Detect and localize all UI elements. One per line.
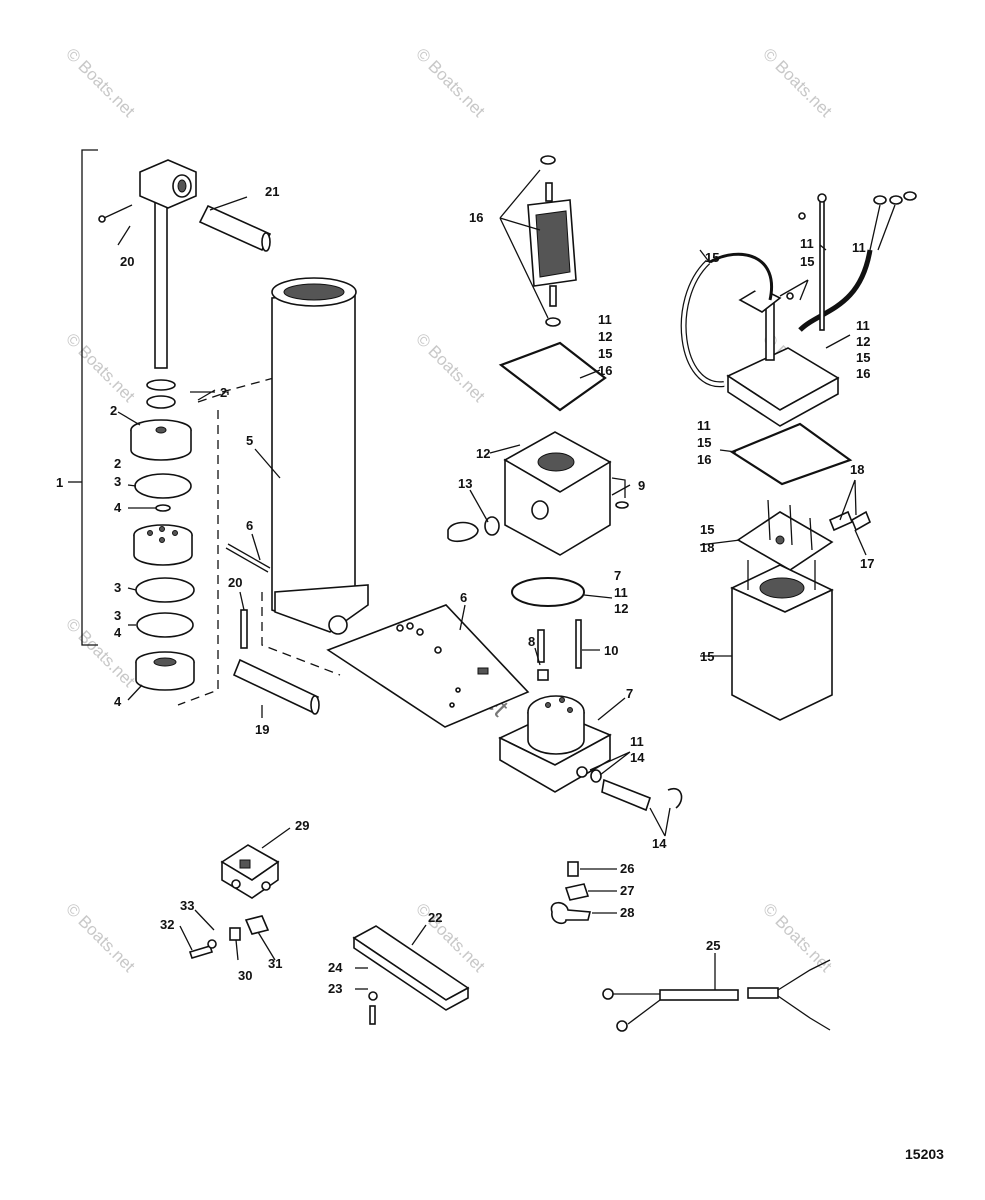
callout-1: 1 bbox=[56, 475, 63, 490]
callout-18: 18 bbox=[700, 540, 714, 555]
callout-3: 3 bbox=[114, 580, 121, 595]
pump-o-ring bbox=[511, 577, 585, 607]
watermark: © Boats.net bbox=[759, 899, 836, 976]
callout-22: 22 bbox=[428, 910, 442, 925]
relay bbox=[220, 844, 280, 899]
watermark: © Boats.net bbox=[62, 329, 139, 406]
callout-2: 2 bbox=[220, 385, 227, 400]
callout-19: 19 bbox=[255, 722, 269, 737]
watermark: © Boats.net bbox=[412, 329, 489, 406]
callout-27: 27 bbox=[620, 883, 634, 898]
pump-housing bbox=[447, 431, 629, 556]
callout-20: 20 bbox=[228, 575, 242, 590]
callout-30: 30 bbox=[238, 968, 252, 983]
callout-18: 18 bbox=[850, 462, 864, 477]
callout-8: 8 bbox=[528, 634, 535, 649]
callout-15: 15 bbox=[705, 250, 719, 265]
callout-5: 5 bbox=[246, 433, 253, 448]
callout-11: 11 bbox=[852, 240, 866, 255]
callout-15: 15 bbox=[700, 522, 714, 537]
watermark: © Boats.net bbox=[62, 614, 139, 691]
callout-16: 16 bbox=[469, 210, 483, 225]
end-cap-gasket bbox=[729, 422, 853, 486]
watermark: © Boats.net bbox=[759, 44, 836, 121]
callout-16: 16 bbox=[856, 366, 870, 381]
callout-4: 4 bbox=[114, 625, 122, 640]
callout-3: 3 bbox=[114, 608, 121, 623]
watermark: © Boats.net bbox=[62, 44, 139, 121]
armature bbox=[527, 155, 577, 327]
trim-cylinder bbox=[225, 277, 369, 715]
callout-12: 12 bbox=[856, 334, 870, 349]
diagram-number: 15203 bbox=[905, 1146, 944, 1162]
callout-11: 11 bbox=[697, 418, 711, 433]
callout-25: 25 bbox=[706, 938, 720, 953]
callout-11: 11 bbox=[630, 734, 644, 749]
callout-4: 4 bbox=[114, 694, 122, 709]
ram-assembly bbox=[68, 149, 323, 706]
callout-14: 14 bbox=[630, 750, 645, 765]
pump-cover-plate bbox=[352, 925, 470, 1025]
callout-11: 11 bbox=[598, 312, 612, 327]
callout-28: 28 bbox=[620, 905, 634, 920]
callout-15: 15 bbox=[800, 254, 814, 269]
seal-kit-card bbox=[326, 604, 530, 728]
callout-11: 11 bbox=[614, 585, 628, 600]
callout-11: 11 bbox=[800, 236, 814, 251]
relay-hardware bbox=[188, 915, 270, 959]
callout-4: 4 bbox=[114, 500, 122, 515]
callout-15: 15 bbox=[856, 350, 870, 365]
callout-11: 11 bbox=[856, 318, 870, 333]
motor-end-cap bbox=[680, 191, 917, 427]
callout-6: 6 bbox=[460, 590, 467, 605]
callout-12: 12 bbox=[476, 446, 490, 461]
callout-9: 9 bbox=[638, 478, 645, 493]
callout-13: 13 bbox=[458, 476, 472, 491]
callout-12: 12 bbox=[614, 601, 628, 616]
callout-32: 32 bbox=[160, 917, 174, 932]
callout-15: 15 bbox=[598, 346, 612, 361]
callout-6: 6 bbox=[246, 518, 253, 533]
callout-17: 17 bbox=[860, 556, 874, 571]
callout-26: 26 bbox=[620, 861, 634, 876]
leader-lines bbox=[117, 169, 867, 990]
callout-31: 31 bbox=[268, 956, 282, 971]
callout-7: 7 bbox=[626, 686, 633, 701]
callout-10: 10 bbox=[604, 643, 618, 658]
pump-base bbox=[498, 619, 683, 812]
callout-24: 24 bbox=[328, 960, 343, 975]
wiring-harness bbox=[602, 959, 831, 1032]
callout-16: 16 bbox=[697, 452, 711, 467]
callout-2: 2 bbox=[110, 403, 117, 418]
callout-20: 20 bbox=[120, 254, 134, 269]
callout-7: 7 bbox=[614, 568, 621, 583]
callout-15: 15 bbox=[697, 435, 711, 450]
motor-frame bbox=[730, 560, 834, 721]
callout-14: 14 bbox=[652, 836, 667, 851]
callout-labels: 21 20 16 11 12 15 16 12 13 9 2 2 2 3 1 4… bbox=[56, 184, 874, 996]
watermark: © Boats.net bbox=[62, 899, 139, 976]
callout-2: 2 bbox=[114, 456, 121, 471]
watermark: © Boats.net bbox=[412, 44, 489, 121]
callout-29: 29 bbox=[295, 818, 309, 833]
callout-33: 33 bbox=[180, 898, 194, 913]
callout-3: 3 bbox=[114, 474, 121, 489]
callout-23: 23 bbox=[328, 981, 342, 996]
motor-gasket bbox=[498, 341, 607, 412]
callout-21: 21 bbox=[265, 184, 279, 199]
callout-16: 16 bbox=[598, 363, 612, 378]
brush-plate bbox=[736, 499, 872, 571]
callout-15: 15 bbox=[700, 649, 714, 664]
clamp-hardware bbox=[550, 861, 592, 925]
callout-12: 12 bbox=[598, 329, 612, 344]
